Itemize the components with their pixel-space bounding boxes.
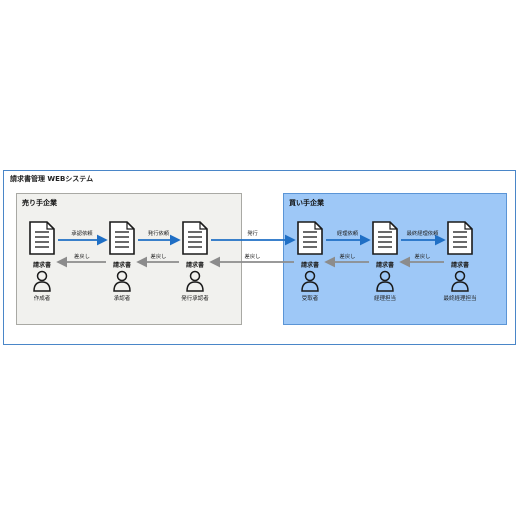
buyer-company-label: 買い手企業 xyxy=(289,199,324,207)
forward-label: 承認依頼 xyxy=(71,229,93,237)
role-label: 作成者 xyxy=(34,294,51,302)
seller-company-label: 売り手企業 xyxy=(22,199,57,207)
back-label: 差戻し xyxy=(415,252,431,260)
role-label: 発行承認者 xyxy=(181,294,209,302)
document-icon xyxy=(447,221,473,255)
person-icon xyxy=(451,270,469,292)
document-label: 請求書 xyxy=(186,261,204,269)
web-system-frame: 請求書管理 WEBシステム 売り手企業 買い手企業 xyxy=(3,170,516,345)
document-label: 請求書 xyxy=(376,261,394,269)
back-label: 差戻し xyxy=(340,252,356,260)
person-icon xyxy=(186,270,204,292)
document-icon xyxy=(109,221,135,255)
back-label: 差戻し xyxy=(151,252,167,260)
document-icon xyxy=(182,221,208,255)
back-label: 差戻し xyxy=(245,252,261,260)
document-label: 請求書 xyxy=(451,261,469,269)
back-label: 差戻し xyxy=(74,252,90,260)
forward-label: 最終経理依頼 xyxy=(407,229,439,237)
role-label: 承認者 xyxy=(114,294,131,302)
document-label: 請求書 xyxy=(113,261,131,269)
document-icon xyxy=(297,221,323,255)
person-icon xyxy=(113,270,131,292)
person-icon xyxy=(301,270,319,292)
document-label: 請求書 xyxy=(33,261,51,269)
forward-label: 発行 xyxy=(247,229,258,237)
role-label: 最終経理担当 xyxy=(443,294,476,302)
document-icon xyxy=(29,221,55,255)
document-icon xyxy=(372,221,398,255)
forward-label: 発行依頼 xyxy=(148,229,170,237)
document-label: 請求書 xyxy=(301,261,319,269)
role-label: 受取者 xyxy=(302,294,319,302)
person-icon xyxy=(376,270,394,292)
system-title: 請求書管理 WEBシステム xyxy=(10,175,94,183)
seller-company-box: 売り手企業 xyxy=(16,193,242,325)
person-icon xyxy=(33,270,51,292)
forward-label: 経理依頼 xyxy=(337,229,359,237)
role-label: 経理担当 xyxy=(374,294,396,302)
buyer-company-box: 買い手企業 xyxy=(283,193,507,325)
